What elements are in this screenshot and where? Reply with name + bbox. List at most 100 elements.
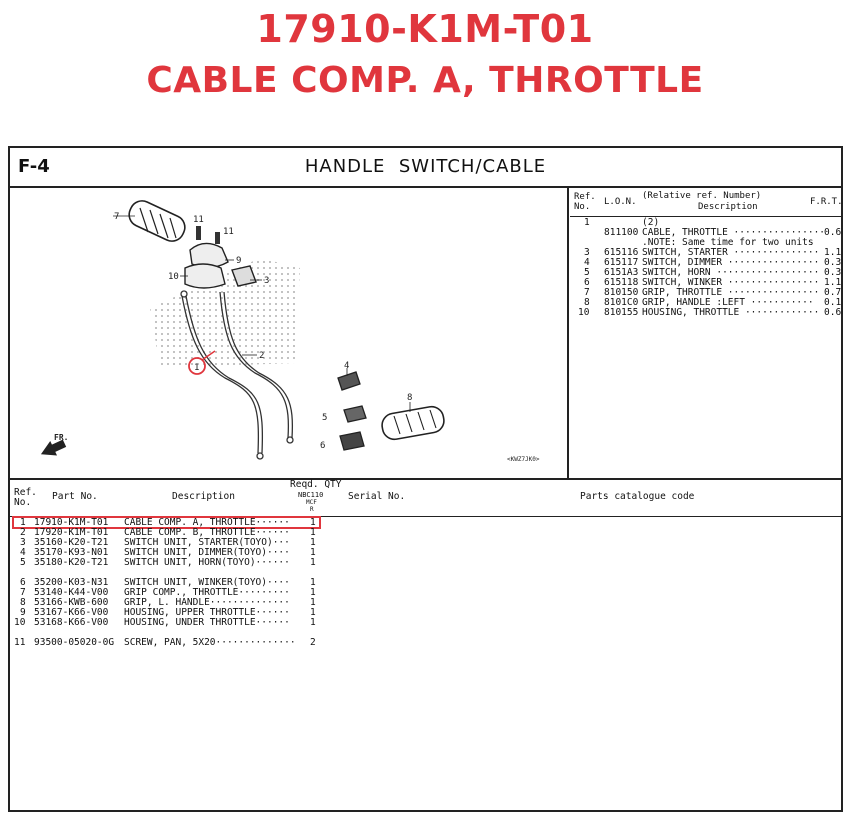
row-part-no: 53167-K66-V00: [34, 607, 109, 618]
rp-lon: 615116: [604, 247, 639, 258]
table-row[interactable]: 2 17920-K1M-T01 CABLE COMP. B, THROTTLE·…: [10, 528, 841, 538]
row-part-no: 35170-K93-N01: [34, 547, 109, 558]
pt-header-catalogue: Parts catalogue code: [580, 491, 695, 502]
table-row[interactable]: 9 53167-K66-V00 HOUSING, UPPER THROTTLE·…: [10, 608, 841, 618]
callout-11-a: 11: [193, 215, 204, 225]
rp-desc: SWITCH, STARTER ···············: [642, 247, 820, 258]
callout-5: 5: [322, 413, 327, 423]
rp-row: 8 8101C0 GRIP, HANDLE :LEFT ··········· …: [570, 298, 841, 308]
row-qty: 1: [310, 527, 316, 538]
callout-6: 6: [320, 441, 325, 451]
rp-frt: 1.1: [824, 247, 842, 258]
callout-10: 10: [168, 272, 179, 282]
row-ref: 5: [20, 557, 26, 568]
row-part-no: 35180-K20-T21: [34, 557, 109, 568]
rp-divider: [570, 216, 841, 217]
row-qty: 1: [310, 587, 316, 598]
rp-desc: GRIP, THROTTLE ················: [642, 287, 820, 298]
row-ref: 4: [20, 547, 26, 558]
rp-row: 1 (2): [570, 218, 841, 228]
rp-lon: 6151A3: [604, 267, 639, 278]
table-row[interactable]: 4 35170-K93-N01 SWITCH UNIT, DIMMER(TOYO…: [10, 548, 841, 558]
row-part-no: 53168-K66-V00: [34, 617, 109, 628]
row-qty: 1: [310, 537, 316, 548]
section-divider: [10, 478, 841, 480]
rp-ref: 5: [584, 267, 590, 278]
rp-frt: 0.3: [824, 257, 842, 268]
pt-header-part-no: Part No.: [52, 491, 98, 502]
row-ref: 10: [14, 617, 26, 628]
dimmer-switch-part: [337, 368, 361, 391]
row-part-no: 17910-K1M-T01: [34, 517, 109, 528]
table-row[interactable]: 8 53166-KWB-600 GRIP, L. HANDLE·········…: [10, 598, 841, 608]
rp-row: 7 810150 GRIP, THROTTLE ················…: [570, 288, 841, 298]
rp-desc: CABLE, THROTTLE ················: [642, 227, 826, 238]
row-qty: 1: [310, 557, 316, 568]
row-part-no: 35200-K03-N31: [34, 577, 109, 588]
row-ref: 2: [20, 527, 26, 538]
row-ref: 1: [20, 517, 26, 528]
row-part-no: 53166-KWB-600: [34, 597, 109, 608]
rp-ref: 8: [584, 297, 590, 308]
rp-desc: .NOTE: Same time for two units: [642, 237, 814, 248]
row-ref: 7: [20, 587, 26, 598]
rp-frt: 0.7: [824, 287, 842, 298]
front-direction-arrow: [40, 439, 67, 456]
row-qty: 1: [310, 517, 316, 528]
row-ref: 8: [20, 597, 26, 608]
rp-frt: 1.1: [824, 277, 842, 288]
rp-lon: 615117: [604, 257, 639, 268]
row-qty: 1: [310, 577, 316, 588]
row-qty: 1: [310, 597, 316, 608]
rp-row: 10 810155 HOUSING, THROTTLE ············…: [570, 308, 841, 318]
callout-2: 2: [259, 351, 264, 361]
rp-header-relative: (Relative ref. Number): [642, 191, 762, 201]
starter-switch-part: [231, 265, 262, 287]
pt-header-ref: Ref.: [14, 487, 37, 498]
throttle-grip-part: [113, 200, 186, 242]
rp-frt: 0.6: [824, 227, 842, 238]
throttle-cables: [180, 290, 294, 460]
rp-ref: 6: [584, 277, 590, 288]
table-row[interactable]: 6 35200-K03-N31 SWITCH UNIT, WINKER(TOYO…: [10, 578, 841, 588]
rp-row: 811100 CABLE, THROTTLE ················ …: [570, 228, 841, 238]
drawing-code: <KWZ7JK0>: [507, 456, 540, 463]
rp-ref: 7: [584, 287, 590, 298]
table-row[interactable]: 1 17910-K1M-T01 CABLE COMP. A, THROTTLE·…: [10, 518, 841, 528]
row-ref: 3: [20, 537, 26, 548]
table-row[interactable]: 10 53168-K66-V00 HOUSING, UNDER THROTTLE…: [10, 618, 841, 628]
table-row[interactable]: 7 53140-K44-V00 GRIP COMP., THROTTLE····…: [10, 588, 841, 598]
callout-8: 8: [407, 393, 412, 403]
callout-1: 1: [194, 363, 199, 373]
winker-switch-part: [339, 431, 365, 451]
row-description: SWITCH UNIT, WINKER(TOYO)····: [124, 577, 290, 588]
labor-reference-panel: Ref. No. L.O.N. (Relative ref. Number) D…: [570, 188, 843, 478]
sheet-title-bar: F-4 HANDLE SWITCH/CABLE: [10, 148, 841, 188]
row-part-no: 17920-K1M-T01: [34, 527, 109, 538]
callout-3: 3: [264, 276, 269, 286]
rp-header-lon: L.O.N.: [604, 197, 637, 207]
handlebar-silhouette: [150, 258, 300, 368]
rp-ref: 1: [584, 217, 590, 228]
row-description: HOUSING, UPPER THROTTLE······: [124, 607, 290, 618]
callout-4: 4: [344, 361, 349, 371]
rp-header-ref: Ref.: [574, 192, 596, 202]
table-row[interactable]: 5 35180-K20-T21 SWITCH UNIT, HORN(TOYO)·…: [10, 558, 841, 568]
row-part-no: 35160-K20-T21: [34, 537, 109, 548]
rp-row: 6 615118 SWITCH, WINKER ················…: [570, 278, 841, 288]
horn-switch-part: [343, 405, 367, 423]
row-ref: 6: [20, 577, 26, 588]
table-row[interactable]: 11 93500-05020-0G SCREW, PAN, 5X20······…: [10, 638, 841, 648]
row-ref: 11: [14, 637, 26, 648]
rp-lon: 810155: [604, 307, 639, 318]
callout-highlight-ring: [188, 357, 206, 375]
table-row[interactable]: 3 35160-K20-T21 SWITCH UNIT, STARTER(TOY…: [10, 538, 841, 548]
under-housing-part: [180, 263, 226, 289]
exploded-diagram: 7 11 11 9 10 3 2 1 4 8 5 6 FR. <KWZ7JK0>: [10, 188, 569, 478]
row-description: SWITCH UNIT, DIMMER(TOYO)····: [124, 547, 290, 558]
rp-desc: (2): [642, 217, 660, 228]
diagram-drawing: 7 11 11 9 10 3 2 1 4 8 5 6 FR. <KWZ7JK0>: [40, 200, 540, 463]
rp-ref: 4: [584, 257, 590, 268]
rp-row: 4 615117 SWITCH, DIMMER ················…: [570, 258, 841, 268]
rp-lon: 810150: [604, 287, 639, 298]
